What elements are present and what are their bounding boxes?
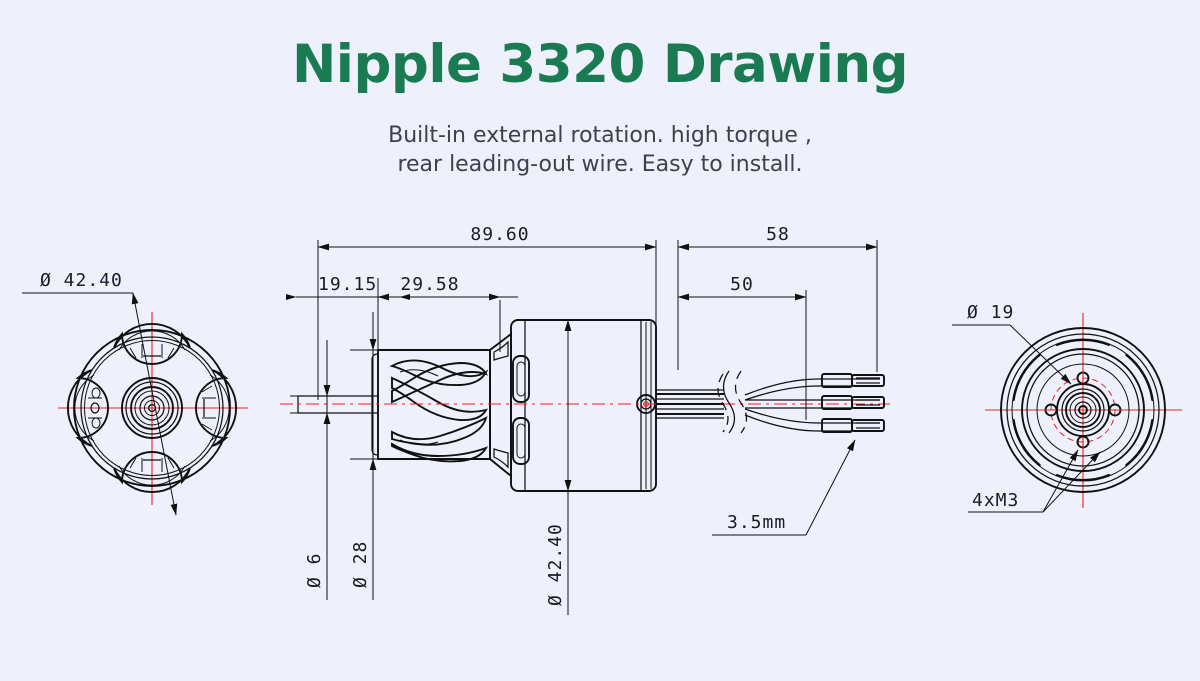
connector-size-label: 3.5mm [727, 512, 786, 533]
dimension-body-diameter: Ø 42.40 [545, 319, 572, 615]
front-face-view: Ø 42.40 [22, 270, 248, 516]
face-diameter-leader [22, 292, 178, 516]
side-section-view: 89.60 58 50 19.15 [280, 224, 890, 615]
outer-vent-slots [1012, 339, 1154, 481]
bell-diameter-label: Ø 28 [350, 541, 371, 588]
motor-leads [744, 373, 885, 433]
connector-callout: 3.5mm [712, 439, 856, 536]
rear-hub-rings [1056, 383, 1110, 437]
subtitle-line-2: rear leading-out wire. Easy to install. [397, 152, 803, 178]
bell-housing [371, 349, 491, 463]
motor-can-body [510, 319, 657, 492]
page-title: Nipple 3320 Drawing [291, 34, 909, 95]
overall-length-label: 89.60 [470, 224, 529, 245]
bell-to-can-shoulder [489, 332, 512, 478]
dimension-overall-length: 89.60 [317, 224, 657, 251]
wire-inner-label: 50 [730, 274, 754, 295]
subtitle-line-1: Built-in external rotation. high torque … [388, 123, 812, 148]
mid-vent-slots [1033, 360, 1133, 460]
page-subtitle: Built-in external rotation. high torque … [0, 121, 1200, 180]
bullet-connector-3 [821, 418, 885, 433]
dimension-wire-total: 58 [677, 224, 878, 251]
dimension-shaft-length: 19.15 [286, 274, 410, 300]
bell-length-label: 29.58 [400, 274, 459, 295]
wire-total-label: 58 [766, 224, 790, 245]
bolt-circle-leader [952, 324, 1072, 385]
mounting-holes-leader [968, 449, 1101, 513]
dimension-bell-length: 29.58 [377, 274, 518, 301]
bolt-circle-label: Ø 19 [967, 302, 1014, 323]
body-diameter-label: Ø 42.40 [545, 523, 566, 606]
dimension-bell-diameter: Ø 28 [350, 312, 400, 600]
wire-bundle [656, 370, 748, 434]
bullet-connector-2 [821, 395, 885, 410]
rear-face-view: Ø 19 4xM3 [952, 302, 1182, 513]
face-diameter-label: Ø 42.40 [40, 270, 123, 291]
shaft-diameter-label: Ø 6 [304, 552, 325, 588]
shaft-length-label: 19.15 [318, 274, 377, 295]
dimension-shaft-diameter: Ø 6 [290, 340, 348, 600]
bullet-connector-1 [821, 373, 885, 388]
dimension-wire-inner: 50 [677, 274, 807, 301]
mounting-holes-label: 4xM3 [972, 490, 1019, 511]
